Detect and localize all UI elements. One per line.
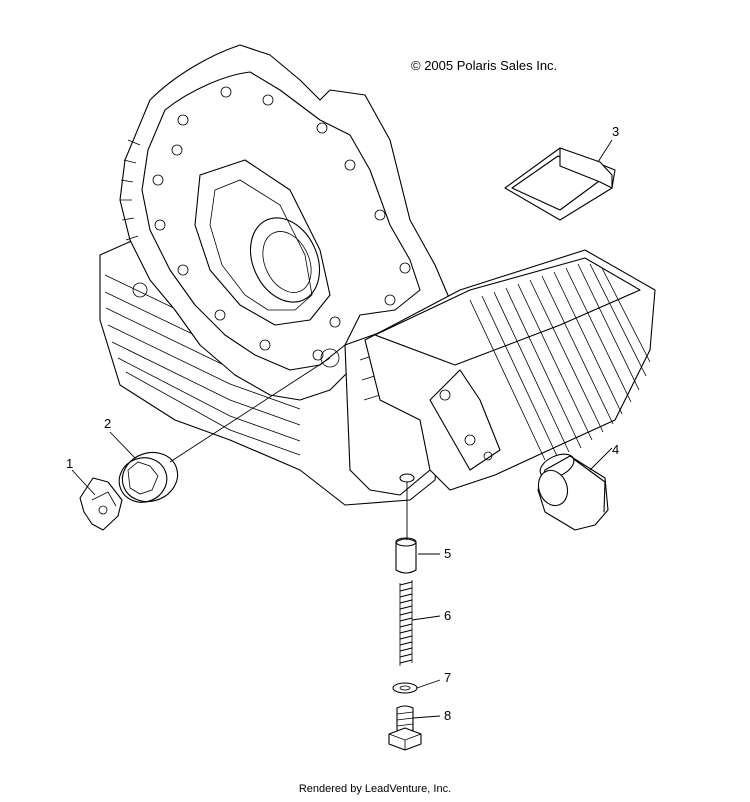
callout-4: 4 <box>612 442 619 457</box>
part-4-plug <box>537 453 609 531</box>
callout-7: 7 <box>444 670 451 685</box>
leader-lines <box>71 139 613 719</box>
callout-8: 8 <box>444 708 451 723</box>
part-6-spring <box>399 580 413 666</box>
callout-3: 3 <box>612 124 619 139</box>
callout-1: 1 <box>66 456 73 471</box>
callout-5: 5 <box>444 546 451 561</box>
part-1-key <box>79 477 123 531</box>
part-3-oil-screen <box>504 147 616 221</box>
callout-6: 6 <box>444 608 451 623</box>
copyright-notice: © 2005 Polaris Sales Inc. <box>411 58 558 73</box>
part-8-bolt <box>388 705 422 751</box>
footer-credit: Rendered by LeadVenture, Inc. <box>298 783 452 795</box>
callouts: 1 2 3 4 5 6 7 8 <box>66 124 619 723</box>
callout-2: 2 <box>104 416 111 431</box>
crankcase <box>99 44 456 506</box>
part-5-piston <box>395 537 417 574</box>
part-7-washer <box>392 682 418 694</box>
part-2-rotor <box>118 451 179 503</box>
oil-cooler-cover <box>364 249 656 491</box>
